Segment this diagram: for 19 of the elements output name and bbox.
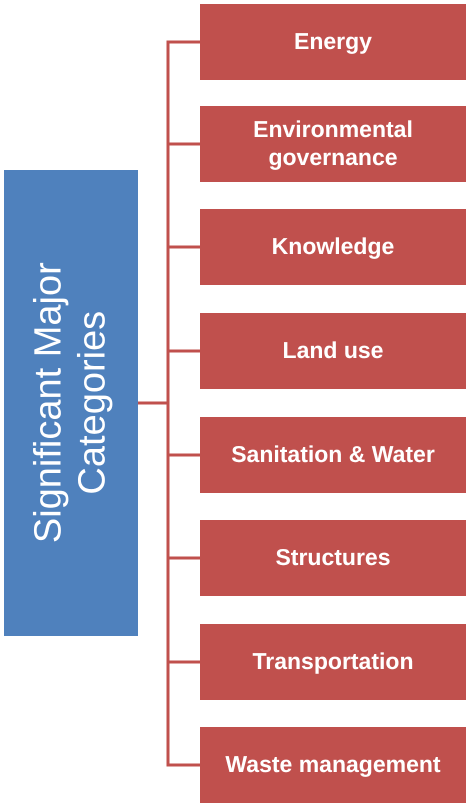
category-label: Energy (294, 28, 372, 56)
category-box (200, 4, 466, 80)
category-label: Sanitation & Water (231, 441, 435, 469)
category-label: Knowledge (272, 233, 394, 261)
category-box (200, 727, 466, 803)
connector-line (138, 402, 200, 766)
category-label: Transportation (252, 648, 414, 676)
category-box (200, 520, 466, 596)
category-box (200, 209, 466, 285)
category-box (200, 313, 466, 389)
category-box (200, 624, 466, 700)
category-label: Land use (282, 337, 384, 365)
category-label: Structures (275, 544, 391, 572)
category-label: Waste management (225, 751, 441, 779)
category-label: Environmental governance (252, 116, 414, 172)
category-box (200, 417, 466, 493)
category-box (200, 106, 466, 182)
category-header-box (4, 170, 138, 636)
header-label: Significant Major Categories (27, 262, 114, 546)
